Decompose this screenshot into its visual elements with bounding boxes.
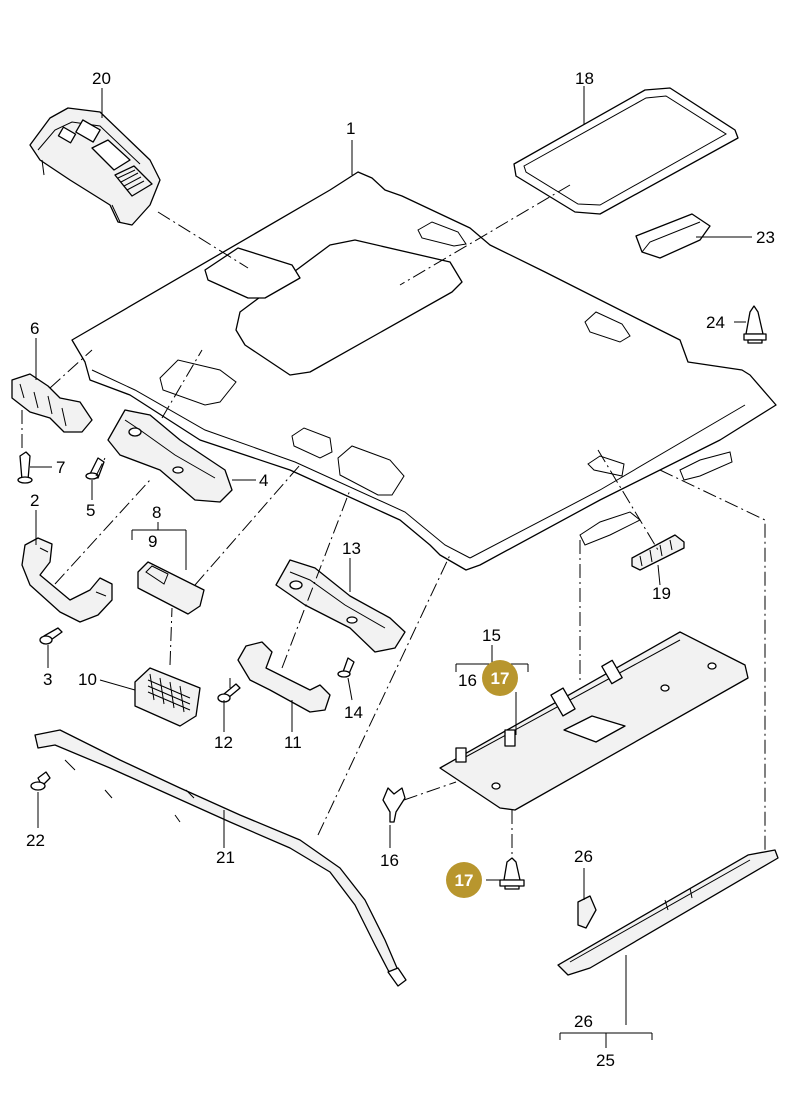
part-lamp-8[interactable]: [137, 561, 205, 615]
callout-10: 10: [78, 670, 97, 689]
callout-16-a: 16: [458, 671, 477, 690]
part-airbag-21[interactable]: [30, 729, 407, 987]
callout-1: 1: [346, 119, 355, 138]
assembly-lines: [21, 184, 766, 855]
callout-26-a: 26: [574, 847, 593, 866]
part-c-pillar-trim[interactable]: [439, 631, 749, 811]
highlight-badge-17-b[interactable]: 17: [446, 862, 482, 898]
callout-26-b: 26: [574, 1012, 593, 1031]
callout-labels: 1 20 18 23 24 6 7 5 4 2 8 9 13 3 10 14 1…: [26, 69, 775, 1070]
callout-7: 7: [56, 458, 65, 477]
part-bracket-19[interactable]: [631, 534, 685, 571]
callout-23: 23: [756, 228, 775, 247]
callout-16-b: 16: [380, 851, 399, 870]
callout-25: 25: [596, 1051, 615, 1070]
part-trim-strip-25[interactable]: [557, 849, 779, 976]
callout-6: 6: [30, 319, 39, 338]
highlight-badge-17-a[interactable]: 17: [482, 660, 518, 696]
part-cover-23[interactable]: [635, 213, 711, 259]
part-headliner[interactable]: [71, 171, 777, 571]
callout-24: 24: [706, 313, 725, 332]
part-overhead-console[interactable]: [29, 107, 161, 226]
callout-20: 20: [92, 69, 111, 88]
callout-22: 22: [26, 831, 45, 850]
part-sunroof-seal[interactable]: [513, 87, 739, 215]
callout-2: 2: [30, 491, 39, 510]
callout-5: 5: [86, 501, 95, 520]
svg-text:17: 17: [491, 669, 510, 688]
leader-lines: [30, 86, 752, 1048]
part-module-10[interactable]: [134, 667, 201, 727]
part-bracket-4[interactable]: [85, 409, 233, 503]
callout-3: 3: [43, 670, 52, 689]
part-clip-24[interactable]: [743, 305, 767, 344]
callout-18: 18: [575, 69, 594, 88]
callout-21: 21: [216, 848, 235, 867]
part-bracket-6[interactable]: [11, 373, 93, 484]
part-clip-16[interactable]: [382, 787, 406, 823]
callout-4: 4: [259, 471, 268, 490]
callout-12: 12: [214, 733, 233, 752]
callout-9: 9: [148, 532, 157, 551]
callout-15: 15: [482, 626, 501, 645]
callout-8: 8: [152, 503, 161, 522]
part-grab-handle-11[interactable]: [217, 641, 331, 713]
svg-text:17: 17: [455, 871, 474, 890]
callout-13: 13: [342, 539, 361, 558]
part-bracket-13[interactable]: [275, 559, 406, 678]
callout-14: 14: [344, 703, 363, 722]
callout-19: 19: [652, 584, 671, 603]
part-grab-handle-2[interactable]: [21, 537, 113, 645]
part-clip-17[interactable]: [499, 857, 525, 890]
callout-11: 11: [284, 733, 302, 752]
